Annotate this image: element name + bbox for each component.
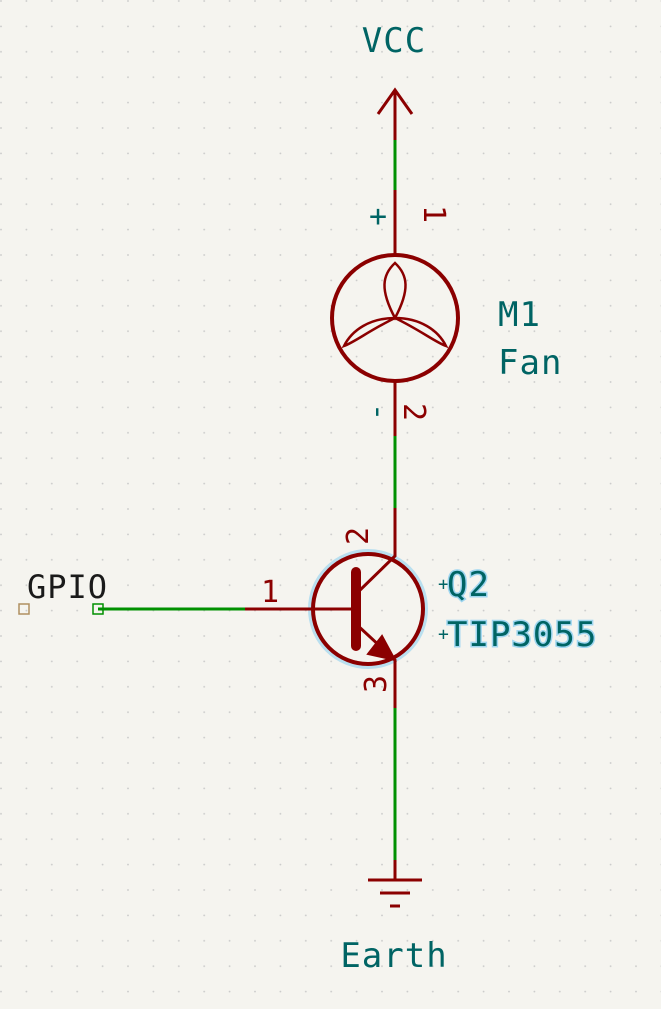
transistor-value: TIP3055 xyxy=(447,615,597,655)
transistor-reference-anchor-icon: + xyxy=(438,574,449,595)
transistor-reference: Q2 xyxy=(447,565,490,605)
gpio-net[interactable]: GPIO xyxy=(18,568,245,615)
fan-m1[interactable]: + 1 - 2 M1 Fan xyxy=(330,190,562,436)
fan-body-circle xyxy=(330,253,460,383)
fan-pin1-number: 1 xyxy=(416,205,451,223)
ground-label: Earth xyxy=(340,936,447,976)
transistor-emitter-pin-number: 3 xyxy=(359,675,394,693)
ground-power-symbol[interactable]: Earth xyxy=(340,860,447,976)
transistor-q2[interactable]: 1 2 3 + Q2 + TIP3055 xyxy=(245,508,598,708)
fan-reference: M1 xyxy=(498,295,541,335)
transistor-value-anchor-icon: + xyxy=(438,624,449,645)
fan-plus-sign: + xyxy=(369,199,387,234)
transistor-collector-pin-number: 2 xyxy=(341,527,376,545)
transistor-collector-lead xyxy=(354,508,397,596)
gpio-label: GPIO xyxy=(27,568,108,606)
vcc-power-symbol[interactable]: VCC xyxy=(362,21,426,140)
fan-value: Fan xyxy=(498,343,562,383)
fan-pin2-number: 2 xyxy=(396,403,431,421)
vcc-label: VCC xyxy=(362,21,426,61)
transistor-base-pin-number: 1 xyxy=(261,575,279,610)
gpio-endpoint-left-icon xyxy=(18,603,30,615)
fan-blades-icon xyxy=(341,261,449,349)
fan-minus-sign: - xyxy=(361,403,396,421)
ground-icon xyxy=(368,878,422,908)
transistor-emitter-arrow-icon xyxy=(366,634,397,662)
